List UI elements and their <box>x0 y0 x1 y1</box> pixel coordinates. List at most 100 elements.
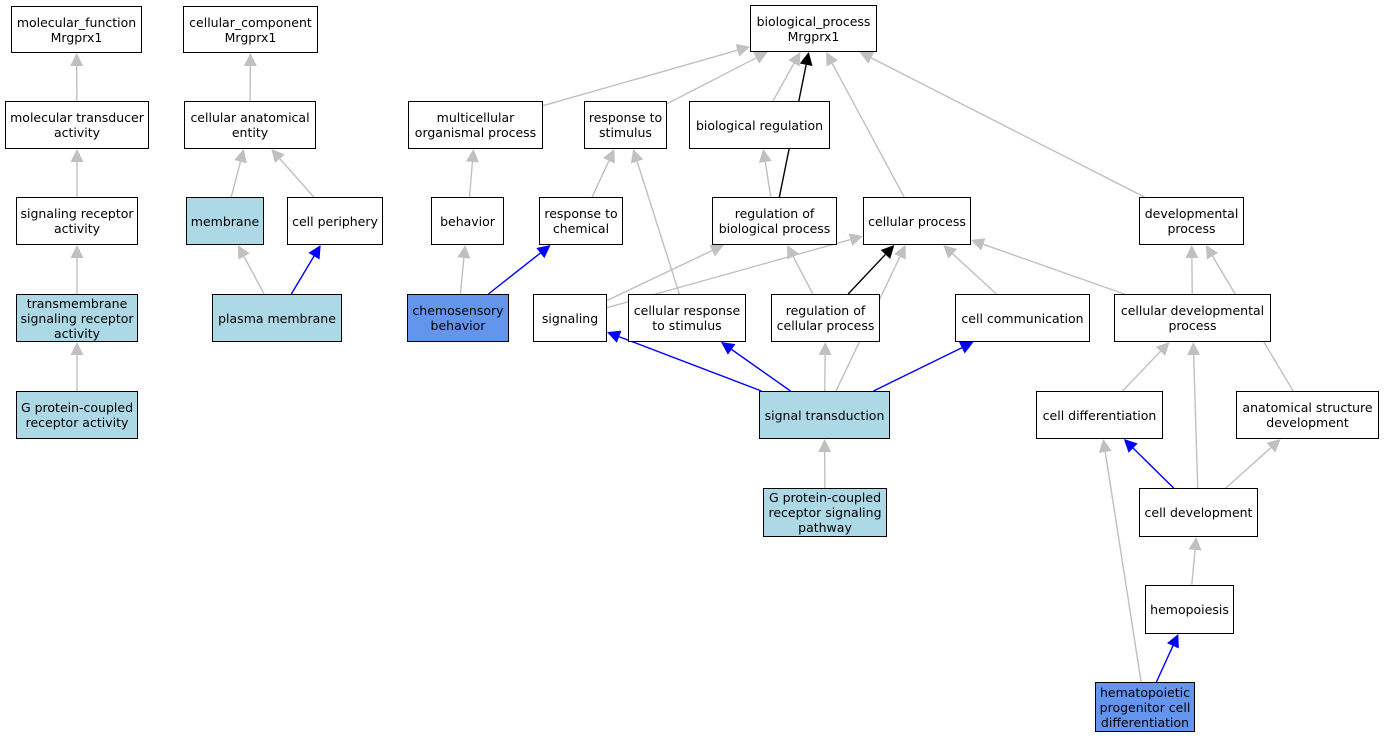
edge-line <box>666 57 757 105</box>
edge-sig-to-rbp <box>606 244 724 302</box>
edge-pmem-to-mem <box>237 245 265 295</box>
edge-mta-to-mf <box>70 53 84 102</box>
edge-line <box>1191 549 1196 586</box>
edge-arrowhead <box>70 342 84 355</box>
edge-line <box>290 255 315 295</box>
node-plasma-membrane[interactable]: plasma membrane <box>212 294 342 342</box>
node-multicellular-organismal-process[interactable]: multicellular organismal process <box>408 101 543 149</box>
edge-tsra-to-sra <box>70 245 84 294</box>
edge-line <box>831 63 905 198</box>
node-g-protein-coupled-receptor-activity[interactable]: G protein-coupled receptor activity <box>16 391 138 439</box>
edge-arrowhead <box>536 245 551 259</box>
edge-beh-to-mop <box>465 149 479 198</box>
edge-crs-to-rts <box>630 149 681 295</box>
node-signal-transduction[interactable]: signal transduction <box>759 391 890 439</box>
edge-chemo-to-rtc <box>487 245 551 295</box>
edge-arrowhead <box>880 245 895 259</box>
edge-arrowhead <box>1185 245 1199 259</box>
edge-arrowhead <box>1123 439 1138 453</box>
node-cellular-process[interactable]: cellular process <box>863 197 971 245</box>
node-developmental-process[interactable]: developmental process <box>1139 197 1244 245</box>
edge-pmem-to-cper <box>290 245 321 295</box>
node-biological-process[interactable]: biological_process Mrgprx1 <box>750 5 877 52</box>
edge-st-to-ccom <box>873 341 974 392</box>
edge-rcp-to-cproc <box>847 245 895 295</box>
edge-arrowhead <box>735 43 750 57</box>
node-behavior[interactable]: behavior <box>431 197 504 245</box>
edge-arrowhead <box>237 245 250 260</box>
edge-arrowhead <box>457 245 471 259</box>
edge-rtc-to-rts <box>591 149 615 198</box>
edge-arrowhead <box>1187 342 1201 356</box>
node-biological-regulation[interactable]: biological regulation <box>689 101 830 149</box>
node-cell-differentiation[interactable]: cell differentiation <box>1036 391 1163 439</box>
edge-cdp-to-devp <box>1185 245 1199 295</box>
node-g-protein-coupled-receptor-signaling-pathway[interactable]: G protein-coupled receptor signaling pat… <box>763 488 887 537</box>
node-signaling-receptor-activity[interactable]: signaling receptor activity <box>16 197 138 245</box>
edge-line <box>459 257 465 295</box>
edge-line <box>618 336 762 392</box>
edge-arrowhead <box>271 149 285 164</box>
edge-arrowhead <box>70 53 84 67</box>
edge-arrowhead <box>603 149 615 164</box>
edge-rts-to-bp <box>666 52 768 105</box>
edge-line <box>792 256 814 295</box>
edge-arrowhead <box>848 233 863 246</box>
node-membrane[interactable]: membrane <box>186 197 264 245</box>
node-signaling[interactable]: signaling <box>533 294 607 342</box>
edge-arrowhead <box>709 244 724 257</box>
node-response-to-stimulus[interactable]: response to stimulus <box>584 101 667 149</box>
node-transmembrane-signaling-receptor-activity[interactable]: transmembrane signaling receptor activit… <box>16 294 138 342</box>
edge-line <box>847 253 886 295</box>
node-molecular-transducer-activity[interactable]: molecular transducer activity <box>5 101 149 149</box>
edge-line <box>636 161 681 295</box>
edge-arrowhead <box>758 149 772 163</box>
edge-line <box>606 249 713 302</box>
edge-cae-to-cc <box>243 53 257 102</box>
edge-ccom-to-cproc <box>943 245 997 295</box>
edge-cdp-to-cproc <box>971 238 1125 295</box>
edge-line <box>1122 350 1161 392</box>
edge-line <box>870 57 1145 198</box>
edge-arrowhead <box>818 439 832 453</box>
edge-arrowhead <box>1155 342 1170 356</box>
edge-mop-to-bp <box>542 43 750 107</box>
edge-line <box>731 348 791 392</box>
edge-hpcd-to-cdiff <box>1098 439 1142 683</box>
node-cellular-component[interactable]: cellular_component Mrgprx1 <box>183 6 318 53</box>
edge-arrowhead <box>607 330 622 343</box>
node-regulation-of-cellular-process[interactable]: regulation of cellular process <box>771 294 880 342</box>
node-cellular-anatomical-entity[interactable]: cellular anatomical entity <box>184 101 316 149</box>
edge-arrowhead <box>943 245 958 259</box>
node-cell-periphery[interactable]: cell periphery <box>287 197 383 245</box>
edge-mem-to-cae <box>230 149 247 198</box>
edge-arrowhead <box>958 341 974 354</box>
node-cellular-developmental-process[interactable]: cellular developmental process <box>1114 294 1271 342</box>
edge-cdev-to-cdp <box>1187 342 1201 489</box>
edge-st-to-sig <box>607 330 762 392</box>
edge-line <box>873 347 963 392</box>
node-cell-development[interactable]: cell development <box>1139 488 1258 537</box>
node-regulation-of-biological-process[interactable]: regulation of biological process <box>712 197 837 245</box>
node-response-to-chemical[interactable]: response to chemical <box>539 197 623 245</box>
edge-line <box>279 158 315 198</box>
edge-arrowhead <box>971 238 986 251</box>
edge-st-to-crs <box>721 342 791 392</box>
edge-line <box>983 243 1125 295</box>
edge-line <box>243 256 265 295</box>
node-hematopoietic-progenitor-cell-differentiation[interactable]: hematopoietic progenitor cell differenti… <box>1095 682 1195 732</box>
node-molecular-function[interactable]: molecular_function Mrgprx1 <box>11 6 142 53</box>
node-cell-communication[interactable]: cell communication <box>955 294 1090 342</box>
node-cellular-response-to-stimulus[interactable]: cellular response to stimulus <box>628 294 746 342</box>
node-anatomical-structure-development[interactable]: anatomical structure development <box>1236 391 1379 439</box>
edge-breg-to-bp <box>772 52 801 102</box>
edge-arrowhead <box>1098 439 1112 453</box>
edge-arrowhead <box>1167 634 1179 649</box>
node-chemosensory-behavior[interactable]: chemosensory behavior <box>407 294 509 342</box>
node-hemopoiesis[interactable]: hemopoiesis <box>1145 585 1234 634</box>
edge-sra-to-mta <box>70 149 84 197</box>
edge-cdiff-to-cdp <box>1122 342 1170 392</box>
edge-line <box>1225 447 1272 489</box>
